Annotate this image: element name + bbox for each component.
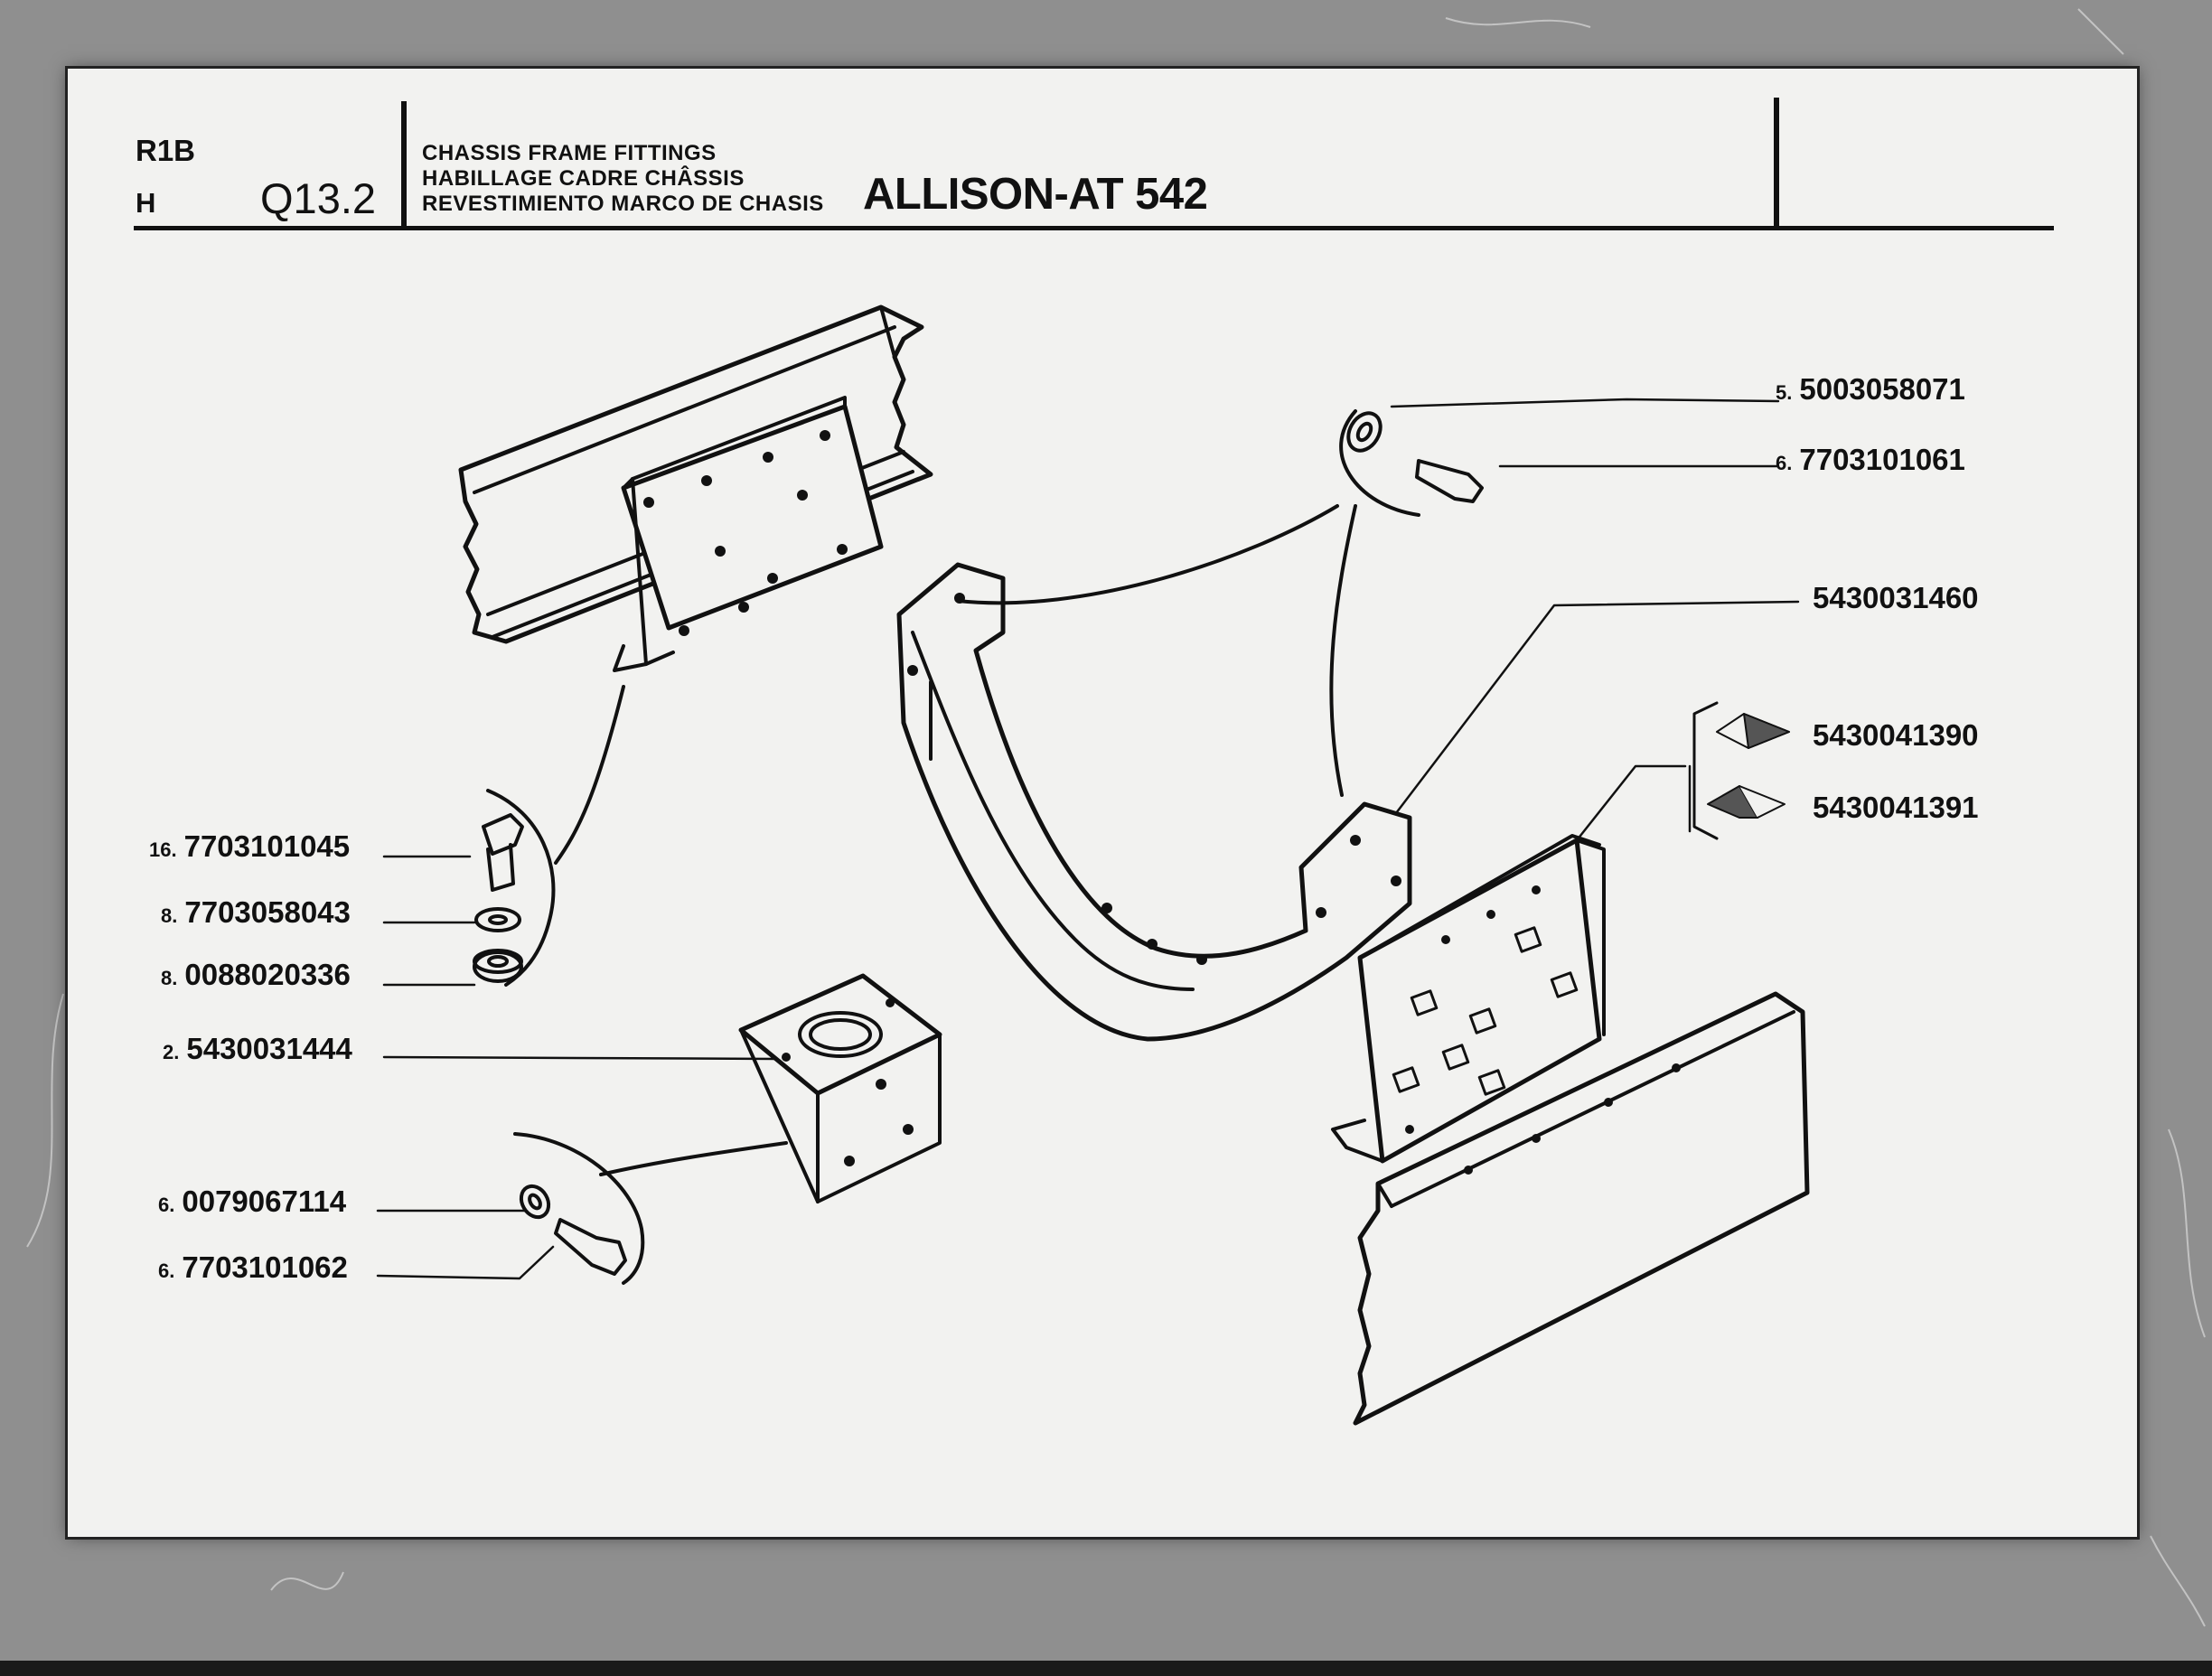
part-label: 16.7703101045 [149,829,351,863]
part-number: 5430041391 [1813,791,1979,824]
section-code: R1B [136,134,196,167]
title-spanish: REVESTIMIENTO MARCO DE CHASIS [422,192,824,216]
angle-bracket [738,973,942,1203]
part-label: 6.7703101062 [158,1250,348,1284]
header-divider-left [401,101,407,230]
part-label-left-hand: 5430041391 [1805,792,1979,822]
part-number: 5003058071 [1799,372,1965,406]
part-label: 2.5430031444 [163,1032,352,1065]
mounting-plate-right [1331,834,1606,1164]
drawing-sheet [68,69,2137,1537]
group-code: H [136,187,156,219]
part-label: 8.7703058043 [161,895,351,929]
part-number: 0088020336 [184,958,351,991]
fastener-group-left [473,685,625,987]
page-code: Q13.2 [260,174,377,222]
part-label: 6.0079067114 [158,1184,347,1218]
handedness-bracket [1692,701,1719,840]
triangle-right-icon [1716,713,1790,749]
part-number: 0079067114 [182,1184,347,1218]
part-number: 7703101062 [182,1250,348,1284]
part-label: 5430031460 [1805,583,1979,613]
fastener-group-bottom [513,1132,788,1285]
scan-bottom-edge [0,1661,2212,1676]
triangle-left-icon [1707,785,1786,819]
part-label: 5.5003058071 [1776,372,1965,406]
part-label-right-hand: 5430041390 [1805,720,1979,750]
part-label: 8.0088020336 [161,958,351,991]
part-number: 5430031444 [186,1032,352,1065]
header-rule [134,226,2054,230]
mounting-plate-left [613,396,884,672]
part-label: 6.7703101061 [1776,443,1965,476]
leader-lines [376,398,1800,1280]
part-number: 7703058043 [184,895,351,929]
model-title: ALLISON-AT 542 [863,170,1208,219]
title-french: HABILLAGE CADRE CHÂSSIS [422,166,745,191]
fastener-group-right [1339,409,1484,517]
crossmember-bracket [896,504,1412,1042]
part-number: 5430031460 [1813,581,1979,614]
part-number: 7703101045 [183,829,351,863]
header-divider-right [1774,98,1779,230]
part-number: 5430041390 [1813,718,1979,752]
title-english: CHASSIS FRAME FITTINGS [422,141,717,165]
chassis-rail-right [1353,991,1810,1426]
part-number: 7703101061 [1799,443,1965,476]
